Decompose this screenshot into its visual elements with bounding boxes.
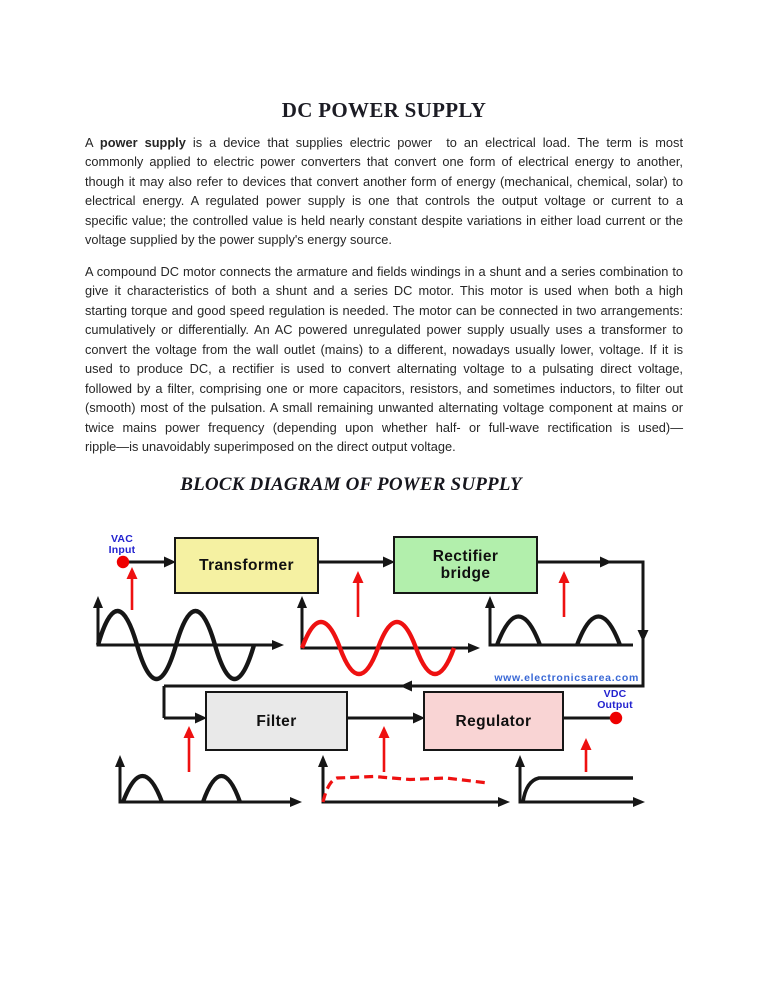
paragraph-line: (smooth) most of the pulsation. A small … [85,400,683,416]
rectified-wave-top [495,614,622,646]
rectified-wave-bottom [121,773,242,803]
paragraph-text: is a device that supplies electric power… [185,135,683,150]
paragraph-line: voltage supplied by the power supply's e… [85,232,392,248]
ac-input-sine-wave [95,609,257,681]
regulator-block: Regulator [423,691,564,751]
paragraph-line: used to produce DC, a rectifier is used … [85,361,683,377]
paragraph-line: cumulatively or differentially. An AC po… [85,322,683,338]
diagram-heading: BLOCK DIAGRAM OF POWER SUPPLY [180,474,522,495]
paragraph-line: commonly applied to electric power conve… [85,154,683,170]
vac-input-label: VAC Input [108,533,136,556]
filter-label: Filter [256,712,297,730]
paragraph-lines: A compound DC motor connects the armatur… [85,262,683,457]
paragraph-line: followed by a filter, comprising one or … [85,380,683,396]
paragraph-line: starting torque and good speed regulatio… [85,302,683,318]
paragraph-line: A compound DC motor connects the armatur… [85,264,683,279]
page-title: DC POWER SUPPLY [281,98,487,122]
paragraph-line: convert the voltage from the wall outlet… [85,341,683,357]
vdc-output-terminal-dot [609,711,623,725]
vdc-output-label: VDC Output [597,688,633,711]
filtered-dc-ripple-wave [321,774,489,803]
paragraph-text: A [85,135,100,150]
website-watermark: www.electronicsarea.com [494,672,639,684]
rectifier-bridge-label: Rectifier bridge [432,548,499,582]
paragraph-line: ripple—is unavoidably superimposed on th… [85,439,456,455]
regulator-label: Regulator [455,712,532,730]
paragraph-bold-term: power supply [99,135,186,150]
paragraph-lines: commonly applied to electric power conve… [85,152,683,249]
paragraph-line: give it characteristics of both a shunt … [85,283,683,299]
transformer-label: Transformer [199,557,294,574]
rectifier-bridge-block: Rectifier bridge [393,536,538,594]
stepped-down-ac-sine-wave [299,619,457,677]
filter-block: Filter [205,691,348,751]
paragraph-line: A power supply is a device that supplies… [85,133,683,152]
vac-input-terminal-dot [116,555,130,569]
transformer-block: Transformer [174,537,319,594]
paragraph-2: A compound DC motor connects the armatur… [85,262,683,457]
paragraph-line: though it may also refer to devices that… [85,173,683,189]
paragraph-1: A power supply is a device that supplies… [85,133,683,250]
paragraph-line: twice mains power frequency (depending u… [85,419,683,435]
paragraph-line: specific value; the controlled value is … [85,212,683,228]
regulated-dc-wave [521,776,633,803]
paragraph-line: electrical energy. A regulated power sup… [85,193,683,209]
